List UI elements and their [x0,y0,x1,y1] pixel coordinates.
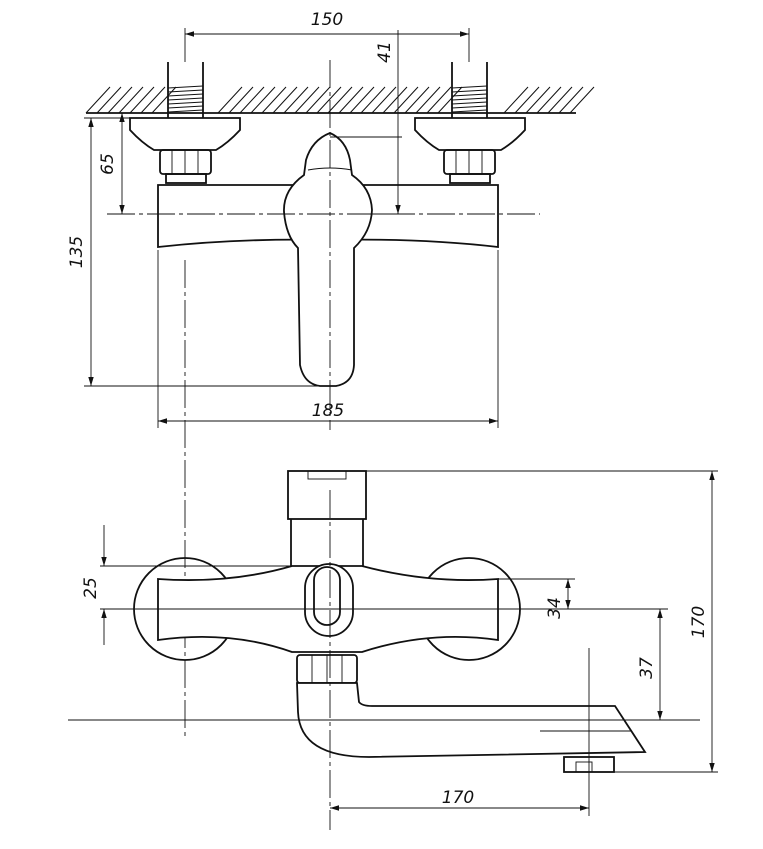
dim-label-150: 150 [311,10,343,30]
right-nut [443,149,496,175]
front-view: 25 34 37 170 170 [68,470,718,830]
dim-connection-spacing: 150 [184,10,470,62]
dim-spout-reach: 170 [330,648,590,816]
dim-label-41: 41 [375,41,395,63]
dim-label-170-horizontal: 170 [442,788,474,808]
wall-hatching [85,86,595,114]
dim-axis-to-spout-bottom: 37 [637,609,663,720]
cartridge-cap [287,470,367,566]
dim-label-135: 135 [67,236,87,268]
left-connection-thread [167,62,204,118]
spout-nut [296,654,358,684]
dim-label-37: 37 [637,657,657,679]
dim-body-width: 185 [157,250,499,428]
dim-label-25: 25 [81,577,101,599]
dim-label-185: 185 [312,401,344,421]
dim-label-170-vertical: 170 [689,606,709,638]
dim-label-34: 34 [545,597,565,619]
dim-body-to-spout-offset: 34 [498,578,575,619]
front-view-lever [304,563,354,637]
right-flange [414,117,526,151]
dim-label-65: 65 [98,153,118,175]
left-nut [159,149,212,175]
dim-wall-to-body-axis: 65 [98,112,130,214]
dim-wall-to-lever-tip: 135 [67,117,320,387]
dim-lever-slot-height: 25 [81,525,292,645]
top-view-lever [283,132,373,387]
dim-overall-height: 170 [366,470,718,773]
left-flange [129,117,241,151]
dim-wall-to-lever-pivot: 41 [330,30,402,215]
right-connection-thread [451,62,488,118]
